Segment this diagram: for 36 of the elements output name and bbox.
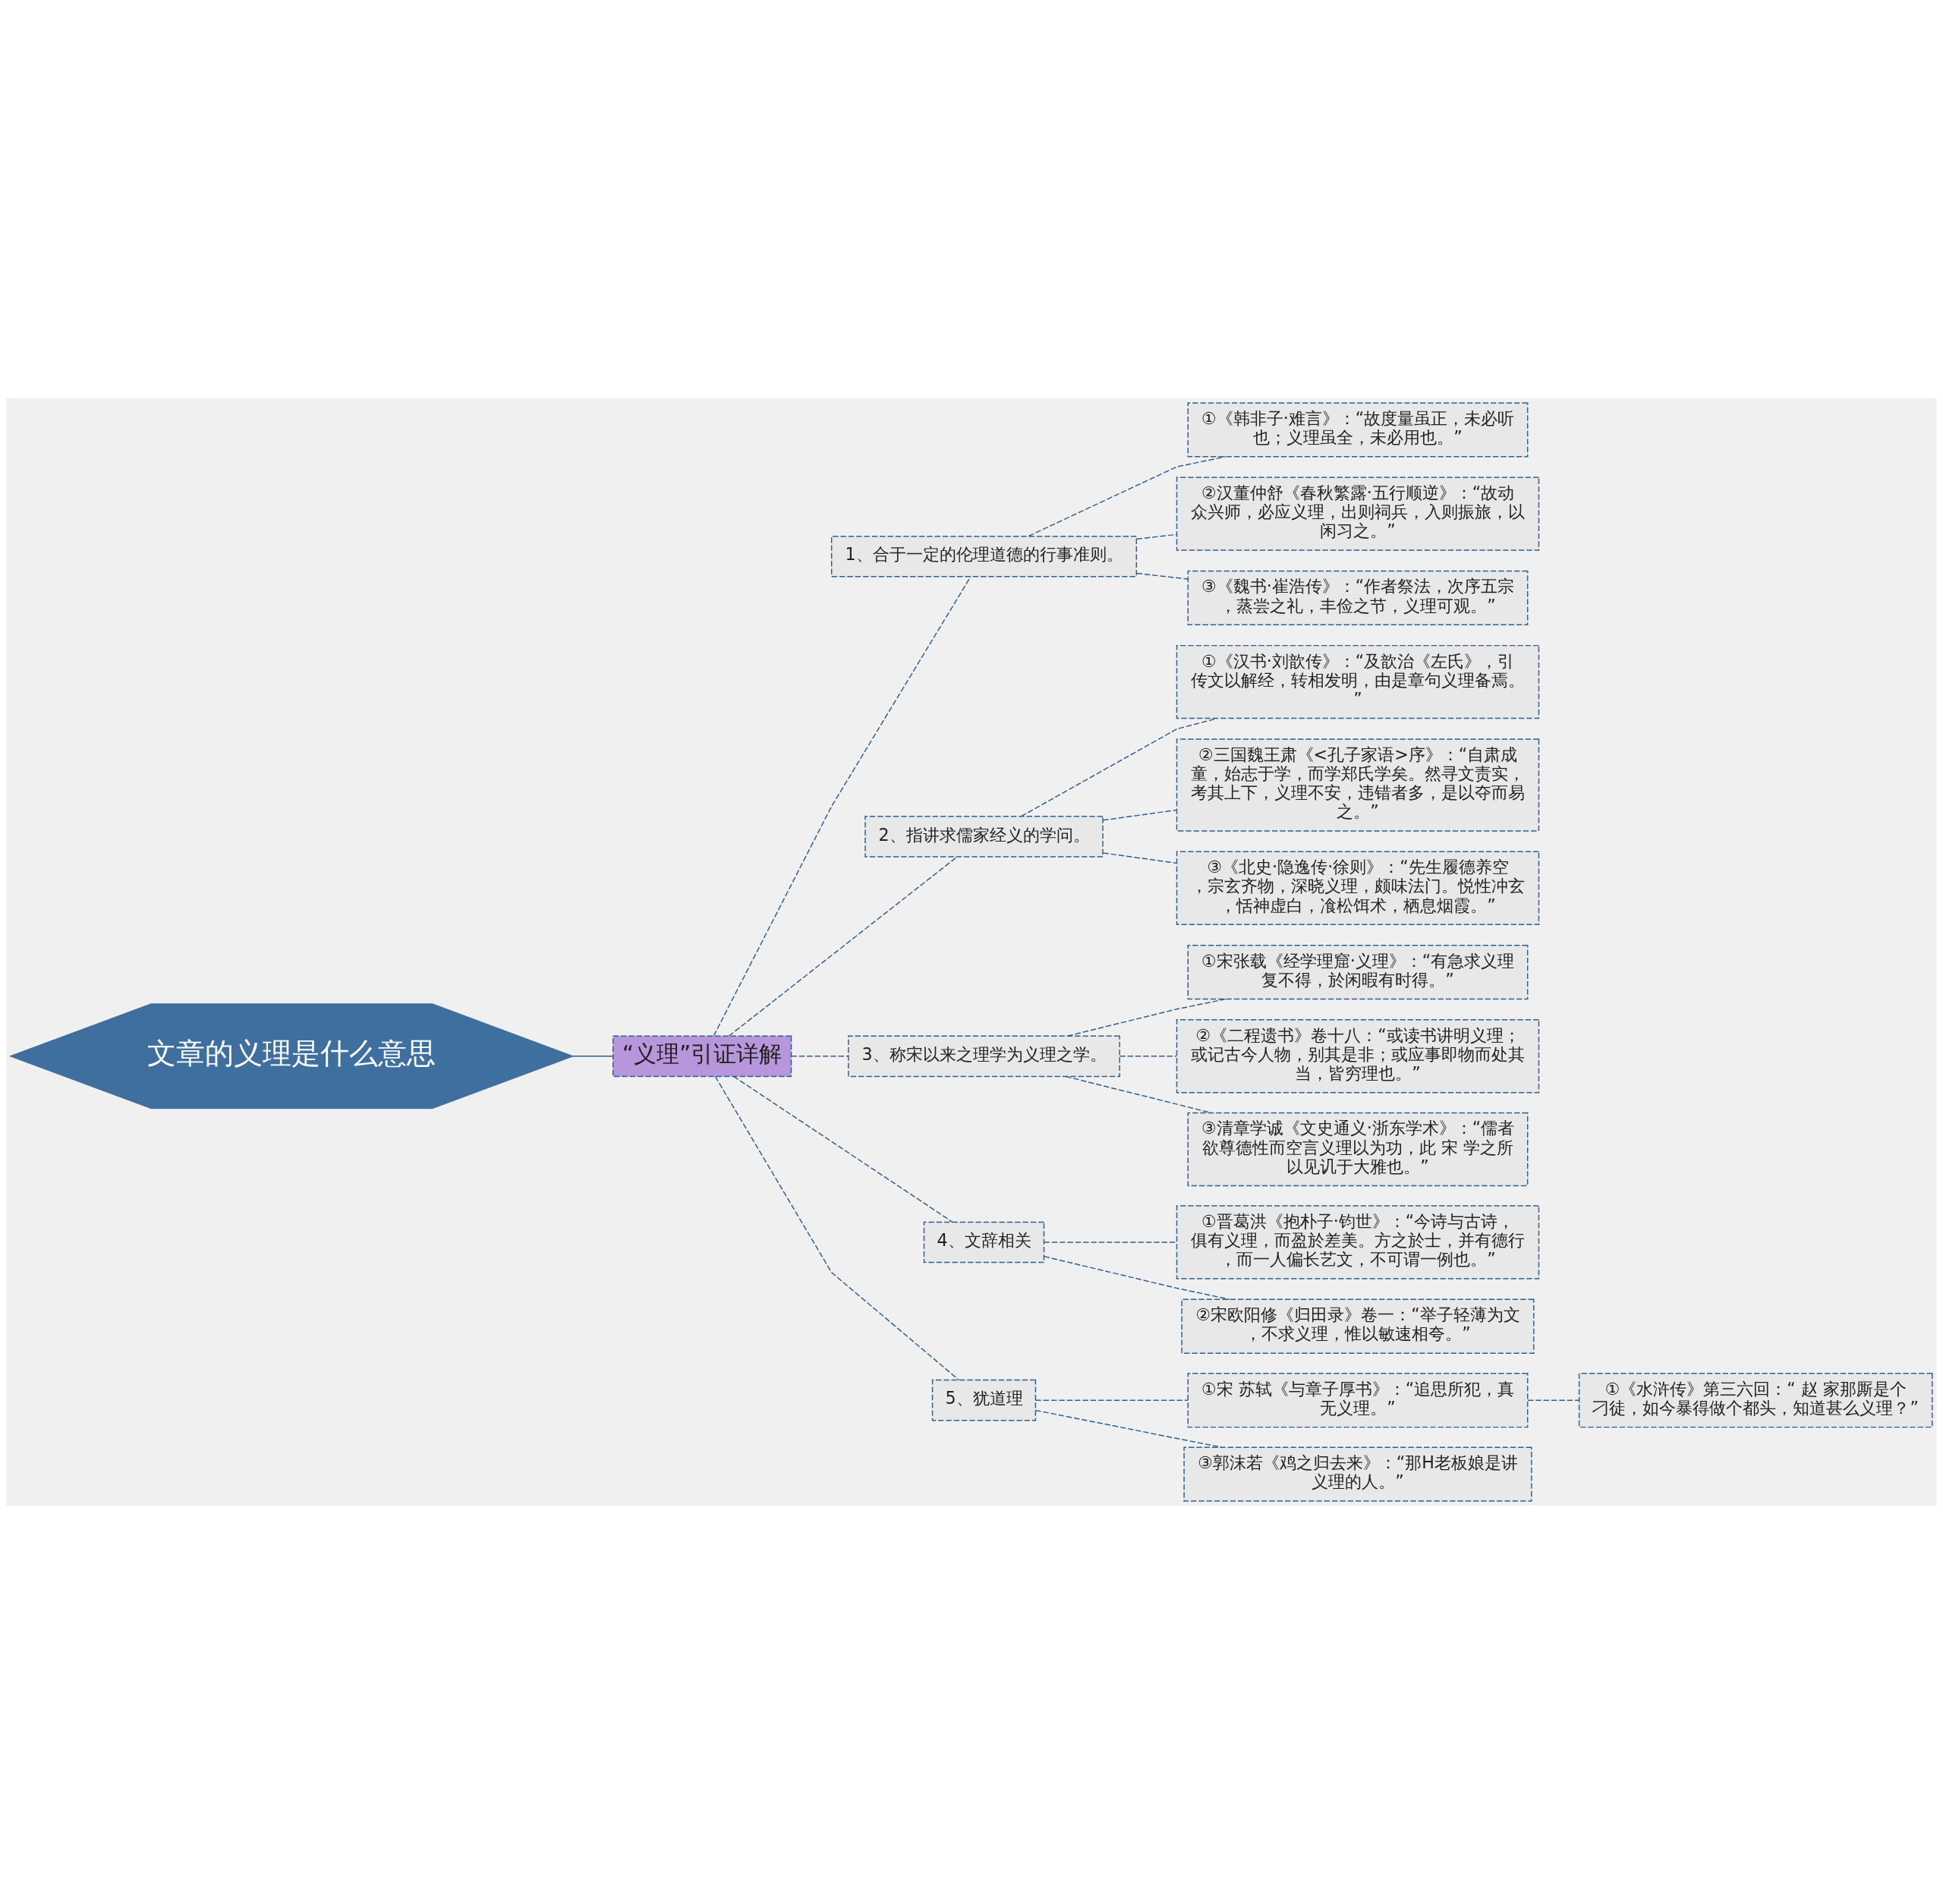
node-box: ①晋葛洪《抱朴子·钧世》：“今诗与古诗，俱有义理，而盈於差美。方之於士，并有德行，而一人偏长艺文，不可谓一例也。” [1176,1205,1540,1279]
node-box: “义理”引证详解 [612,1035,792,1078]
node-box: ①《水浒传》第三六回：“ 赵 家那厮是个刁徒，如今暴得做个都头，知道甚么义理？” [1578,1373,1933,1428]
connector [1044,1255,1230,1300]
connector [1136,533,1178,540]
connector [790,1056,849,1057]
node-box: ③清章学诚《文史通义·浙东学术》：“儒者欲尊德性而空言义理以为功，此 宋 学之所以见讥于大雅也。” [1187,1112,1529,1187]
connector [713,576,972,1037]
connector [732,1075,953,1223]
node-box: 1、合于一定的伦理道德的行事准则。 [830,535,1138,577]
connector [1102,852,1177,864]
node-box: ③郭沫若《鸡之归去来》：“那H老板娘是讲义理的人。” [1183,1446,1532,1502]
connector [1136,572,1189,580]
node-box: ①《韩非子·难言》：“故度量虽正，未必听也；义理虽全，未必用也。” [1187,402,1529,458]
connector [1527,1399,1580,1401]
node-box: ②汉董仲舒《春秋繁露·五行顺逆》：“故动众兴师，必应义理，出则祠兵，入则振旅，以闲习之。” [1176,477,1540,551]
node-box: ①《汉书·刘歆传》：“及歆治《左氏》，引传文以解经，转相发明，由是章句义理备焉。” [1176,644,1540,719]
connector [1034,1409,1223,1448]
node-box: ③《北史·隐逸传·徐则》：“先生履德养空，宗玄齐物，深晓义理，颇味法门。悦性冲玄，恬神虚白，飡松饵术，栖息烟霞。” [1176,851,1540,926]
connector [1034,1399,1189,1401]
node-box: ②宋欧阳修《归田录》卷一：“举子轻薄为文，不求义理，惟以敏速相夸。” [1181,1298,1535,1354]
node-box: 4、文辞相关 [923,1221,1045,1264]
node-box: ②三国魏王肃《<孔子家语>序》：“自肃成童，始志于学，而学郑氏学矣。然寻文责实，考其上下，义理不安，违错者多，是以夺而易之。” [1176,738,1540,832]
node-box: 5、犹道理 [931,1379,1037,1421]
connector [572,1056,614,1057]
node-box: 3、称宋以来之理学为义理之学。 [848,1035,1120,1078]
connector [1102,809,1177,821]
node-box: ②《二程遗书》卷十八：“或读书讲明义理；或记古今人物，别其是非；或应事即物而处其当，皆穷理也。” [1176,1019,1540,1094]
node-box: ③《魏书·崔浩传》：“作者祭法，次序五宗，蒸尝之礼，丰俭之节，义理可观。” [1187,570,1529,626]
node-box: 2、指讲求儒家经义的学问。 [864,816,1104,858]
connector [1119,1056,1177,1057]
connector [714,1075,960,1381]
node-box: ①宋 苏轼《与章子厚书》：“追思所犯，真无义理。” [1187,1373,1529,1428]
connector [728,856,958,1037]
connector [1028,456,1227,537]
node-box: ①宋张载《经学理窟·义理》：“有急求义理复不得，於闲暇有时得。” [1187,944,1529,1000]
